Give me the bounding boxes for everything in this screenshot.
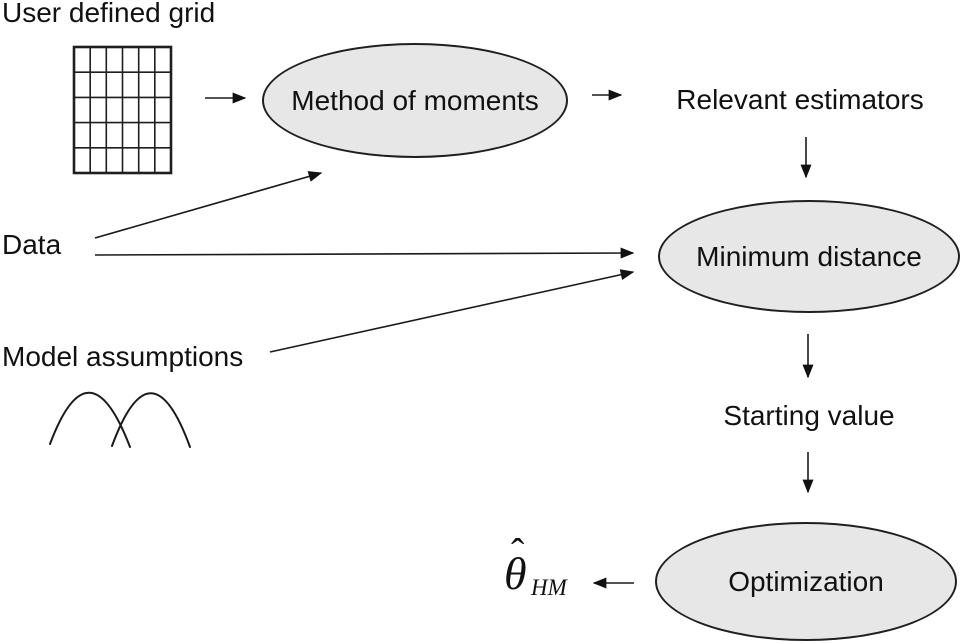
optimization-node: Optimization (655, 522, 957, 641)
method-of-moments-label: Method of moments (291, 84, 539, 116)
connector-data-to-distance (94, 247, 635, 259)
minimum-distance-node: Minimum distance (658, 200, 960, 313)
method-of-moments-node: Method of moments (262, 43, 568, 158)
user-defined-grid-label: User defined grid (2, 0, 216, 28)
theta-symbol: θ (504, 548, 527, 599)
data-label: Data (2, 229, 62, 260)
relevant-estimators-label: Relevant estimators (676, 84, 924, 115)
minimum-distance-label: Minimum distance (696, 240, 922, 272)
model-assumptions-label: Model assumptions (2, 341, 244, 372)
grid-icon (72, 45, 173, 175)
theta-subscript: HM (531, 575, 567, 600)
connector-data-to-method (94, 171, 323, 239)
theta-hat-estimate: ˆ θ HM (500, 533, 600, 610)
connector-assumptions-to-distance (269, 269, 635, 353)
starting-value-label: Starting value (723, 400, 895, 431)
theta-hat-accent: ˆ (511, 530, 525, 575)
optimization-label: Optimization (728, 565, 884, 597)
overlapping-distribution-curves-icon (49, 391, 191, 448)
